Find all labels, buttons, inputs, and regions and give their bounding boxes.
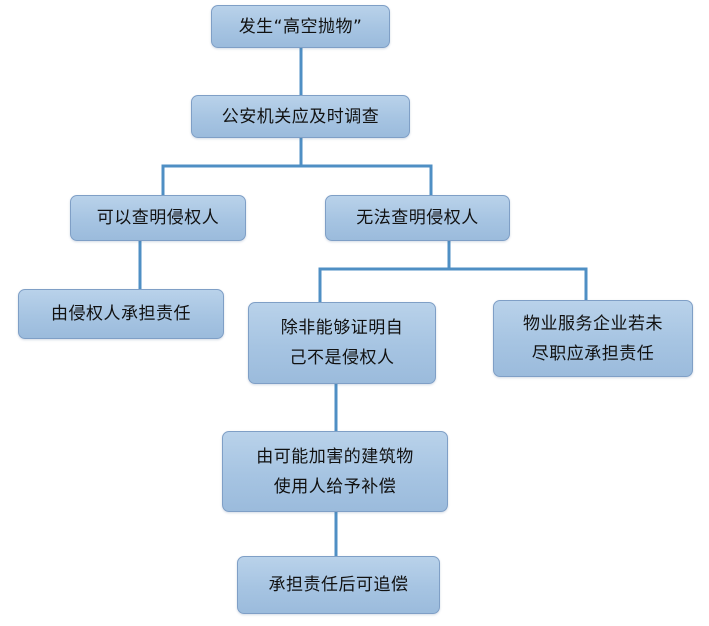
edge-police-to-branches xyxy=(161,136,433,197)
node-recourse-label: 承担责任后可追偿 xyxy=(268,575,409,595)
node-unless-proved-label: 除非能够证明自 己不是侵权人 xyxy=(280,318,404,368)
node-unless-proved: 除非能够证明自 己不是侵权人 xyxy=(248,302,436,384)
node-police-investigation-label: 公安机关应及时调查 xyxy=(221,106,380,127)
node-unidentifiable-label: 无法查明侵权人 xyxy=(356,208,479,228)
node-identifiable: 可以查明侵权人 xyxy=(70,195,246,241)
node-identifiable-label: 可以查明侵权人 xyxy=(96,208,220,228)
node-recourse: 承担责任后可追偿 xyxy=(237,556,440,614)
node-incident: 发生“高空抛物” xyxy=(211,5,390,48)
node-tortfeasor-liable-label: 由侵权人承担责任 xyxy=(51,304,191,324)
node-property-service: 物业服务企业若未 尽职应承担责任 xyxy=(493,300,693,377)
node-incident-label: 发生“高空抛物” xyxy=(238,16,363,37)
node-building-users-label: 由可能加害的建筑物 使用人给予补偿 xyxy=(256,446,414,497)
node-unidentifiable: 无法查明侵权人 xyxy=(325,195,510,241)
node-tortfeasor-liable: 由侵权人承担责任 xyxy=(18,289,224,339)
edge-unidentifiable-to-options xyxy=(318,239,588,304)
node-property-service-label: 物业服务企业若未 尽职应承担责任 xyxy=(523,313,663,364)
node-building-users: 由可能加害的建筑物 使用人给予补偿 xyxy=(222,431,448,512)
node-police-investigation: 公安机关应及时调查 xyxy=(191,95,410,138)
